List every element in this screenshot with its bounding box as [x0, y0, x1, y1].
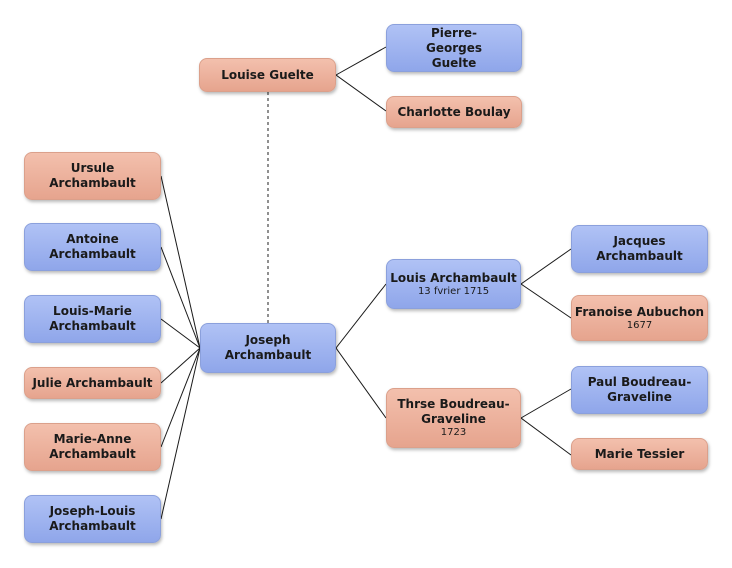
person-date: 13 fvrier 1715 [417, 285, 490, 297]
link-therese-parents [520, 388, 572, 456]
person-name: Louis-Marie Archambault [49, 304, 136, 333]
link-antoine [160, 246, 201, 349]
person-name: Julie Archambault [32, 375, 153, 390]
link-louis-marie [160, 318, 201, 349]
person-name: Pierre-Georges Guelte [425, 25, 483, 70]
person-name: Charlotte Boulay [397, 104, 511, 119]
link-julie [160, 347, 201, 384]
person-antoine-archambault[interactable]: Antoine Archambault [24, 223, 161, 271]
link-marie-anne [160, 347, 201, 448]
link-ursule [160, 175, 201, 349]
person-paul-boudreau-graveline[interactable]: Paul Boudreau-Graveline [571, 366, 708, 414]
person-date: 1677 [626, 319, 653, 331]
person-date: 1723 [440, 427, 467, 438]
person-name: Louis Archambault [390, 270, 517, 285]
link-joseph-louis [160, 347, 201, 520]
link-louise-parents [335, 46, 387, 112]
person-name: Ursule Archambault [49, 161, 136, 190]
person-louis-marie-archambault[interactable]: Louis-Marie Archambault [24, 295, 161, 343]
person-name: Antoine Archambault [49, 232, 136, 261]
person-name: Jacques Archambault [596, 234, 683, 263]
person-julie-archambault[interactable]: Julie Archambault [24, 367, 161, 399]
link-joseph-parents [335, 283, 387, 419]
person-name: Paul Boudreau-Graveline [587, 375, 692, 404]
person-jacques-archambault[interactable]: Jacques Archambault [571, 225, 708, 273]
person-joseph-louis-archambault[interactable]: Joseph-Louis Archambault [24, 495, 161, 543]
person-joseph-archambault[interactable]: Joseph Archambault [200, 323, 336, 373]
link-louis-parents [520, 248, 572, 319]
person-name: Marie-Anne Archambault [49, 432, 136, 461]
person-name: Thrse Boudreau-Graveline [397, 397, 510, 426]
person-name: Joseph Archambault [224, 333, 312, 362]
person-marie-tessier[interactable]: Marie Tessier [571, 438, 708, 470]
person-pierre-georges-guelte[interactable]: Pierre-Georges Guelte [386, 24, 522, 72]
person-ursule-archambault[interactable]: Ursule Archambault [24, 152, 161, 200]
person-name: Louise Guelte [221, 67, 314, 82]
person-charlotte-boulay[interactable]: Charlotte Boulay [386, 96, 522, 128]
person-louise-guelte[interactable]: Louise Guelte [199, 58, 336, 92]
person-name: Marie Tessier [594, 446, 685, 461]
person-marie-anne-archambault[interactable]: Marie-Anne Archambault [24, 423, 161, 471]
person-therese-boudreau-graveline[interactable]: Thrse Boudreau-Graveline 1723 [386, 388, 521, 448]
person-louis-archambault[interactable]: Louis Archambault 13 fvrier 1715 [386, 259, 521, 309]
person-name: Joseph-Louis Archambault [49, 504, 136, 533]
person-name: Franoise Aubuchon [574, 304, 705, 319]
person-francoise-aubuchon[interactable]: Franoise Aubuchon 1677 [571, 295, 708, 341]
